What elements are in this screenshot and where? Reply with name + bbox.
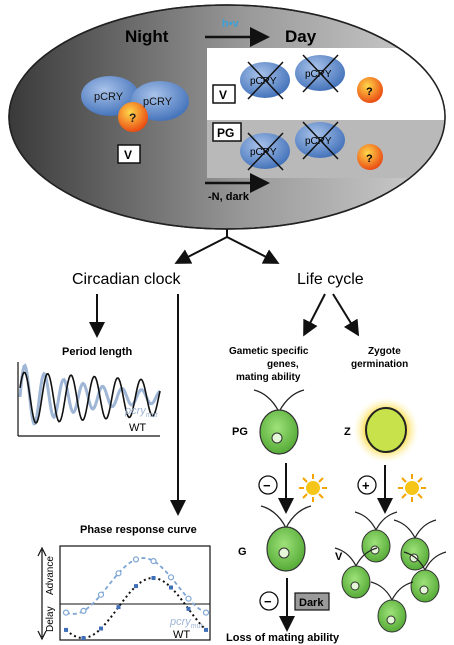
pg-cell-icon: [253, 389, 305, 455]
degraded-cross-icon: [247, 61, 284, 100]
v-cell-icon: [334, 547, 378, 599]
prc-mut-point: [62, 609, 70, 616]
question-label: ?: [366, 86, 373, 98]
prc-mut-point: [202, 609, 210, 616]
sun-icon: [398, 474, 426, 502]
pg-pcry-degraded: pCRY pCRY ?: [240, 121, 383, 171]
arrow-to-zygote: [332, 293, 360, 337]
prc-wt-point: [99, 626, 103, 631]
g-label: G: [238, 546, 247, 558]
pg-label: PG: [232, 426, 248, 438]
plus-sign: +: [362, 478, 370, 493]
prc-mut-point: [80, 607, 87, 615]
minus-circle-icon: [258, 475, 278, 495]
prc-wt-point: [134, 584, 138, 589]
prc-wt-point: [151, 576, 156, 580]
plus-circle-icon: [357, 475, 377, 495]
box-v-day: [212, 84, 236, 104]
arrow-to-gametic: [303, 293, 326, 337]
pcry-label: pCRY: [305, 69, 332, 80]
pcry-label: pCRY: [250, 76, 277, 87]
prc-mut-legend: pcrymut: [169, 616, 204, 630]
period-wt-series: [19, 371, 161, 425]
zygote-line1: Zygote: [368, 346, 401, 357]
question-label: ?: [129, 111, 136, 125]
prc-mut-point: [97, 591, 105, 598]
light-arrow-label: h•v: [222, 18, 240, 30]
v-cell-icon: [403, 551, 447, 603]
vegetative-cells: [334, 511, 447, 633]
pcry-label: pCRY: [143, 96, 173, 108]
prc-mut-point: [150, 557, 157, 565]
unknown-factor-icon: [118, 102, 148, 132]
prc-wt-legend: WT: [173, 629, 190, 641]
pcry-label: pCRY: [250, 147, 277, 158]
prc-wt-point: [204, 627, 208, 632]
box-v-day-label: V: [219, 88, 227, 102]
minus-sign: −: [263, 478, 271, 493]
v-cell-icon: [354, 511, 398, 563]
prc-mut-points: [62, 556, 210, 616]
prc-mut-point: [132, 556, 140, 563]
dark-arrow-label: -N, dark: [208, 191, 250, 203]
period-length-plot: [17, 362, 162, 437]
prc-wt-point: [169, 585, 173, 590]
prc-wt-point: [186, 606, 191, 611]
pcry-label: pCRY: [94, 91, 124, 103]
z-label: Z: [344, 426, 351, 438]
prc-mut-point: [167, 574, 175, 581]
gametic-line2: genes,: [267, 359, 299, 370]
prc-delay-label: Delay: [45, 606, 56, 632]
period-mut-series: [18, 363, 162, 426]
day-pcry-degraded: pCRY pCRY ?: [240, 54, 383, 103]
minus-sign: −: [264, 594, 272, 609]
box-pg: [212, 122, 242, 142]
minus-circle-icon: [259, 591, 279, 611]
gametic-line1: Gametic specific: [229, 346, 309, 357]
branch-connector: [174, 229, 280, 264]
v-cell-icon: [393, 519, 437, 571]
life-cycle-title: Life cycle: [297, 271, 364, 288]
dark-box: [294, 592, 330, 611]
pcry-label: pCRY: [305, 136, 332, 147]
box-pg-label: PG: [217, 126, 234, 140]
prc-wt-points: [64, 576, 208, 640]
prc-frame: [59, 545, 211, 641]
degraded-cross-icon: [247, 132, 284, 171]
prc-title: Phase response curve: [80, 524, 197, 536]
dark-box-label: Dark: [299, 597, 324, 609]
zygote-line2: germination: [351, 359, 408, 370]
day-label: Day: [285, 27, 317, 46]
unknown-factor-icon: [357, 77, 383, 103]
loss-of-mating-label: Loss of mating ability: [226, 632, 340, 644]
period-wt-legend: WT: [129, 422, 146, 434]
prc-side-arrowheads: [37, 546, 47, 641]
prc-wt-point: [64, 627, 68, 632]
sun-icon: [299, 474, 327, 502]
period-mut-legend: pcrymut: [124, 405, 159, 419]
gametic-line3: mating ability: [236, 372, 301, 383]
unknown-factor-icon: [357, 144, 383, 170]
prc-mut-point: [185, 595, 192, 602]
v-label: V: [335, 551, 343, 563]
night-label: Night: [125, 27, 169, 46]
prc-plot: [59, 545, 211, 641]
degraded-cross-icon: [302, 121, 339, 160]
box-v-night: [117, 144, 141, 164]
prc-wt-point: [81, 636, 86, 640]
v-cell-icon: [370, 581, 414, 633]
prc-wt-point: [116, 605, 121, 610]
degraded-cross-icon: [302, 54, 339, 93]
zygote-icon: [353, 397, 419, 463]
prc-mut-point: [115, 570, 122, 577]
question-label: ?: [366, 153, 373, 165]
period-length-title: Period length: [62, 346, 133, 358]
prc-advance-label: Advance: [45, 556, 56, 595]
box-v-night-label: V: [124, 148, 132, 162]
g-cell-icon: [260, 505, 312, 572]
night-pcry-complex: pCRY pCRY ?: [81, 76, 189, 132]
circadian-clock-title: Circadian clock: [72, 271, 181, 288]
